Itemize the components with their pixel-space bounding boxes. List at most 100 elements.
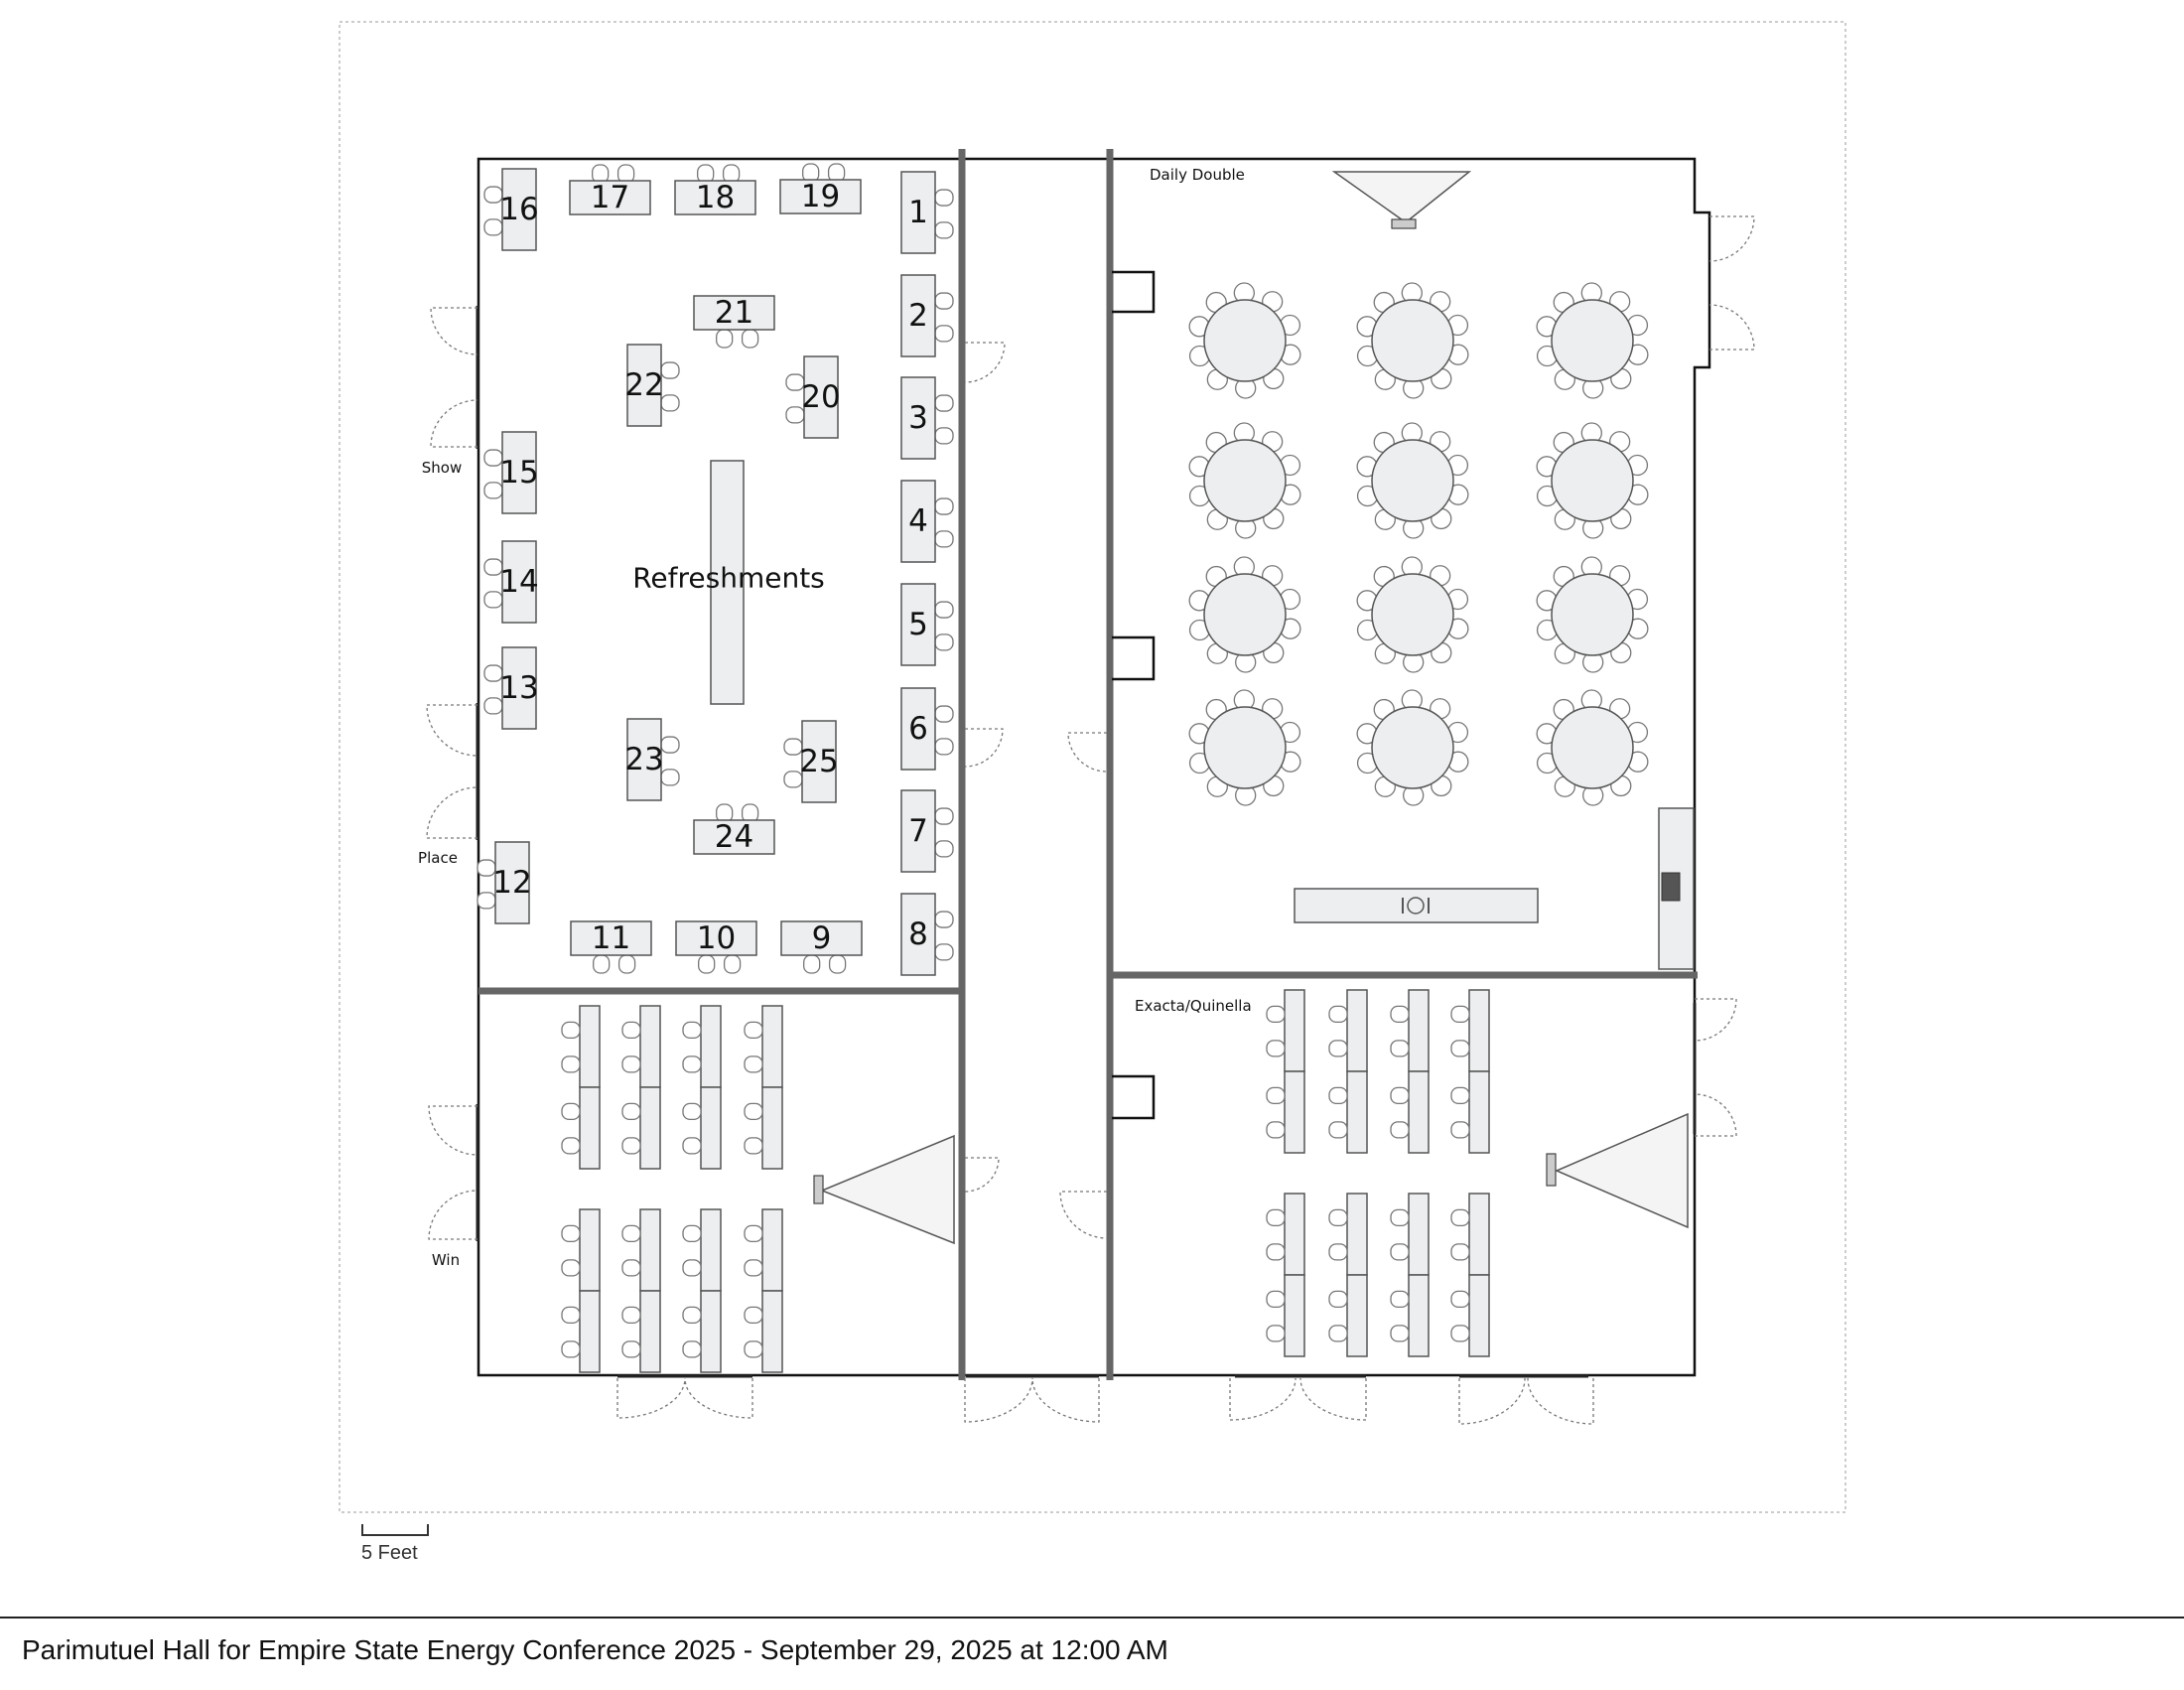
chair: [1328, 1040, 1348, 1057]
classroom-table: [621, 1208, 661, 1373]
booth-table-7: 7: [900, 789, 954, 873]
page-boundary: [339, 21, 1846, 1513]
booth-number: 14: [499, 564, 538, 600]
round-table: [1536, 556, 1649, 673]
chair: [621, 1021, 641, 1040]
chair: [621, 1224, 641, 1243]
chair: [934, 705, 954, 723]
chair: [1390, 1086, 1410, 1105]
booth-table-19: 19: [779, 163, 862, 214]
chair: [1450, 1005, 1470, 1024]
booth-table-2: 2: [900, 274, 954, 357]
chair: [621, 1056, 641, 1073]
scale-label: 5 Feet: [361, 1542, 418, 1564]
booth-table-1: 1: [900, 171, 954, 254]
chair: [744, 1259, 763, 1277]
chair: [934, 325, 954, 343]
chair: [1266, 1290, 1286, 1309]
classroom-table: [1266, 989, 1305, 1154]
booth-number: 25: [799, 744, 838, 779]
chair: [744, 1137, 763, 1155]
chair: [561, 1306, 581, 1325]
chair: [621, 1137, 641, 1155]
door-label-show: Show: [422, 459, 462, 477]
bar-equipment-icon: [1661, 872, 1681, 902]
chair: [1328, 1005, 1348, 1024]
chair: [561, 1021, 581, 1040]
chair: [744, 1224, 763, 1243]
classroom-tables: [561, 989, 1490, 1373]
booth-number: 7: [908, 813, 928, 849]
projection-screens: [813, 171, 1689, 1245]
chair: [934, 497, 954, 515]
chair: [744, 1340, 763, 1358]
chair: [1450, 1040, 1470, 1057]
chair: [1328, 1243, 1348, 1261]
booth-table-20: 20: [785, 355, 841, 439]
classroom-table: [1266, 1193, 1305, 1357]
room-label-exacta-quinella: Exacta/Quinella: [1135, 997, 1252, 1015]
chair: [561, 1102, 581, 1121]
booth-table-21: 21: [693, 295, 775, 349]
round-table: [1188, 689, 1301, 806]
booth-table-18: 18: [674, 164, 756, 215]
chair: [1390, 1040, 1410, 1057]
booth-number: 13: [499, 670, 538, 706]
booth-number: 2: [908, 298, 928, 334]
booth-number: 21: [715, 295, 753, 331]
booth-table-5: 5: [900, 583, 954, 666]
booth-number: 20: [801, 379, 840, 415]
chair: [1328, 1208, 1348, 1227]
booth-number: 12: [492, 865, 531, 901]
chair: [621, 1259, 641, 1277]
chair: [1390, 1325, 1410, 1342]
booth-number: 19: [801, 179, 840, 214]
chair: [617, 954, 636, 974]
round-table: [1356, 689, 1469, 806]
chair: [934, 530, 954, 548]
chair: [1266, 1243, 1286, 1261]
chair: [682, 1021, 702, 1040]
chair: [744, 1056, 763, 1073]
utensils-icon: [1402, 897, 1430, 915]
classroom-table: [1390, 989, 1430, 1154]
chair: [723, 954, 742, 974]
buffet-table: [1294, 888, 1539, 923]
booth-table-22: 22: [624, 344, 680, 427]
chair: [1266, 1208, 1286, 1227]
booth-table-14: 14: [483, 540, 539, 624]
doors: [426, 215, 1755, 1425]
chair: [682, 1340, 702, 1358]
classroom-table: [1328, 1193, 1368, 1357]
door-label-place: Place: [418, 849, 458, 867]
chair: [934, 840, 954, 858]
round-table: [1536, 689, 1649, 806]
classroom-table: [1390, 1193, 1430, 1357]
banquet-round-tables: [1188, 282, 1649, 806]
classroom-table: [561, 1208, 601, 1373]
booth-table-8: 8: [900, 893, 954, 976]
round-table: [1188, 556, 1301, 673]
booth-table-24: 24: [693, 803, 775, 855]
booth-number: 17: [591, 180, 629, 215]
chair: [934, 221, 954, 239]
chair: [561, 1340, 581, 1358]
round-table: [1188, 282, 1301, 399]
chair: [1390, 1121, 1410, 1139]
chair: [561, 1259, 581, 1277]
booth-number: 24: [715, 819, 753, 855]
outer-walls: [477, 157, 1711, 1377]
chair: [934, 427, 954, 445]
chair: [1390, 1243, 1410, 1261]
booth-number: 3: [908, 400, 928, 436]
round-table: [1536, 422, 1649, 539]
booth-number: 11: [592, 920, 630, 956]
classroom-table: [744, 1005, 783, 1170]
chair: [1390, 1005, 1410, 1024]
booth-table-11: 11: [570, 920, 652, 974]
chair: [1450, 1243, 1470, 1261]
interior-walls: [478, 149, 1698, 1380]
chair: [698, 954, 716, 974]
